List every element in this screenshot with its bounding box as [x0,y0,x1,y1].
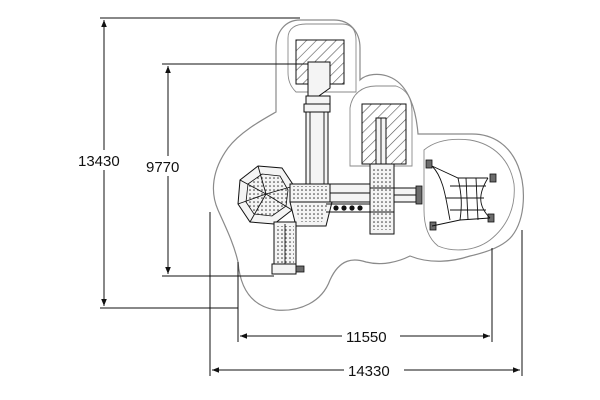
dimension-overall-height: 13430 [78,153,120,170]
dimension-inner-height: 9770 [146,159,179,176]
climbing-net [425,159,497,231]
dimension-overall-width: 14330 [348,363,390,380]
tower-deck [369,163,423,235]
dimension-inner-width: 11550 [346,329,387,346]
central-deck [289,183,373,227]
octagon-deck [237,165,295,225]
straight-slide [375,117,387,167]
tube-slide [303,61,331,185]
crawl-tunnel [271,221,305,275]
bridge [326,203,370,213]
